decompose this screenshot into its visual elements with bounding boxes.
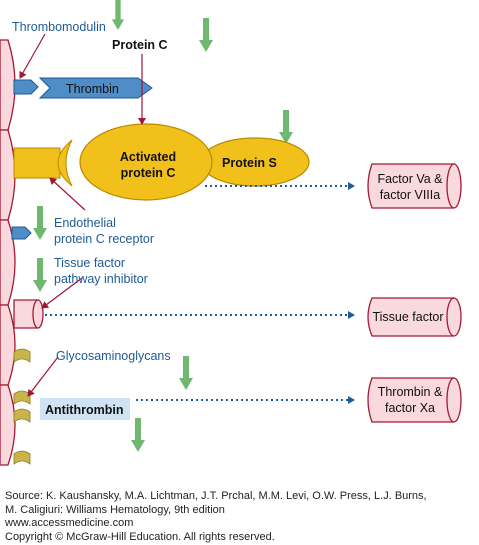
endothelial-cell	[0, 129, 16, 221]
activated-protein-c-label-line1: Activated	[120, 150, 176, 164]
epcr-label-line1: Endothelial	[54, 216, 116, 230]
green-down-arrow-icon	[33, 206, 47, 240]
thrombin-label: Thrombin	[66, 82, 119, 96]
green-down-arrow-icon	[131, 418, 145, 452]
green-down-arrow-icon	[279, 110, 293, 144]
gag-chain-icon	[13, 450, 31, 465]
pointer-thrombomodulin	[19, 33, 46, 79]
target-factor-va-cylinder	[367, 163, 462, 209]
target-thrombin-xa-cylinder	[367, 377, 462, 423]
source-line-2: M. Caligiuri: Williams Hematology, 9th e…	[5, 503, 225, 516]
source-footer: Source: K. Kaushansky, M.A. Lichtman, J.…	[5, 490, 477, 544]
glycosaminoglycan-chains	[13, 348, 31, 465]
epcr-receptor	[11, 226, 32, 240]
thrombin-shape	[38, 77, 153, 99]
green-down-arrow-icon	[111, 0, 125, 30]
endothelial-cell	[0, 384, 16, 466]
activated-protein-c-label-line2: protein C	[121, 166, 176, 180]
thrombin-xa-label-line2: factor Xa	[385, 401, 435, 415]
endothelial-cell-layer	[0, 39, 16, 466]
target-tissue-factor-cylinder	[367, 297, 462, 337]
pointer-epcr	[49, 177, 86, 211]
anticoagulant-pathway-diagram: Thrombomodulin Protein C Thrombin Activa…	[0, 0, 462, 466]
tfpi-label-line2: pathway inhibitor	[54, 272, 148, 286]
endothelial-cell	[0, 304, 16, 386]
factor-va-label-line2: factor VIIIa	[380, 188, 440, 202]
receptor-crescent	[57, 139, 73, 187]
thrombin-xa-label-line1: Thrombin &	[378, 385, 443, 399]
green-down-arrow-icon	[33, 258, 47, 292]
website-link[interactable]: www.accessmedicine.com	[5, 517, 134, 530]
gag-chain-icon	[13, 390, 31, 405]
antithrombin-label: Antithrombin	[45, 403, 123, 417]
protein-s-label: Protein S	[222, 156, 277, 170]
green-down-arrow-icon	[199, 18, 213, 52]
factor-va-label-line1: Factor Va &	[377, 172, 443, 186]
protein-c-label: Protein C	[112, 38, 168, 52]
tfpi-label-line1: Tissue factor	[54, 256, 125, 270]
pointer-lines	[19, 33, 146, 397]
antithrombin-highlight	[40, 398, 130, 420]
pointer-tfpi	[41, 277, 83, 309]
endothelial-cell	[0, 39, 16, 131]
tissue-factor-label: Tissue factor	[372, 310, 443, 324]
inhibition-arrows	[45, 182, 355, 404]
gag-chain-icon	[13, 408, 31, 423]
protein-c-receptor	[13, 147, 61, 179]
tfpi-box-end	[32, 299, 44, 329]
pointer-glycosaminoglycans	[27, 356, 59, 397]
thrombomodulin-label: Thrombomodulin	[12, 20, 106, 34]
copyright-line: Copyright © McGraw-Hill Education. All r…	[5, 530, 275, 543]
thrombomodulin-receptor	[13, 79, 39, 95]
source-line-1: Source: K. Kaushansky, M.A. Lichtman, J.…	[5, 490, 427, 502]
activated-protein-c-ellipse	[79, 123, 213, 201]
glycosaminoglycans-label: Glycosaminoglycans	[56, 349, 171, 363]
gag-chain-icon	[13, 348, 31, 363]
epcr-label-line2: protein C receptor	[54, 232, 154, 246]
green-down-arrow-icon	[179, 356, 193, 390]
